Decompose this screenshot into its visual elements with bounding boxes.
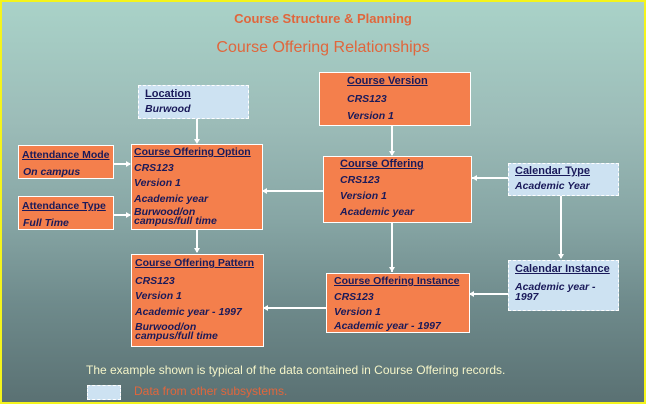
entity-title: Course Offering Instance bbox=[334, 275, 460, 287]
connector-offering-instance bbox=[391, 222, 393, 272]
entity-value: Academic year bbox=[340, 206, 415, 218]
diagram-subtitle: Course Structure & Planning bbox=[234, 11, 412, 26]
entity-course-offering-option: Course Offering Option CRS123 Version 1 … bbox=[131, 144, 263, 230]
entity-value: CRS123 bbox=[135, 275, 175, 287]
entity-value: Version 1 bbox=[340, 190, 387, 202]
arrow-head bbox=[126, 212, 131, 218]
entity-course-offering-instance: Course Offering Instance CRS123 Version … bbox=[326, 273, 470, 333]
entity-title: Calendar Instance bbox=[515, 263, 610, 275]
footer-note: The example shown is typical of the data… bbox=[86, 363, 506, 377]
entity-value: Academic year bbox=[134, 193, 209, 205]
entity-calendar-type: Calendar Type Academic Year bbox=[508, 163, 619, 196]
entity-attendance-type: Attendance Type Full Time bbox=[18, 196, 114, 230]
connector-mode-option bbox=[112, 163, 130, 165]
entity-value: Version 1 bbox=[347, 110, 394, 122]
entity-calendar-instance: Calendar Instance Academic year - 1997 bbox=[508, 260, 619, 311]
connector-caltype-offering bbox=[471, 177, 509, 179]
entity-course-version: Course Version CRS123 Version 1 bbox=[319, 72, 471, 126]
entity-course-offering: Course Offering CRS123 Version 1 Academi… bbox=[323, 156, 472, 223]
legend-label: Data from other subsystems. bbox=[134, 384, 288, 398]
arrow-head bbox=[194, 139, 200, 144]
entity-value: CRS123 bbox=[134, 162, 174, 174]
entity-value: Version 1 bbox=[135, 290, 182, 302]
arrow-head bbox=[263, 305, 268, 311]
entity-title: Course Offering bbox=[340, 158, 424, 170]
entity-value: Full Time bbox=[23, 217, 69, 229]
arrow-head bbox=[558, 254, 564, 259]
arrow-head bbox=[126, 161, 131, 167]
arrow-head bbox=[262, 188, 267, 194]
entity-value: CRS123 bbox=[340, 174, 380, 186]
arrow-head bbox=[389, 151, 395, 156]
entity-title: Course Offering Pattern bbox=[135, 257, 255, 269]
connector-version-offering bbox=[391, 125, 393, 155]
entity-title: Attendance Type bbox=[22, 200, 106, 212]
entity-value: campus/full time bbox=[135, 330, 218, 342]
entity-value: campus/full time bbox=[134, 215, 217, 227]
entity-title: Course Version bbox=[347, 75, 428, 87]
entity-value: Academic year - bbox=[515, 281, 596, 293]
entity-value: CRS123 bbox=[347, 93, 387, 105]
entity-value: Burwood/on bbox=[135, 321, 197, 333]
entity-title: Attendance Mode bbox=[22, 149, 110, 161]
entity-value: Academic Year bbox=[515, 180, 590, 192]
entity-value: On campus bbox=[23, 166, 81, 178]
connector-caltype-calinstance bbox=[560, 195, 562, 258]
entity-title: Course Offering Option bbox=[134, 146, 251, 158]
arrow-head bbox=[469, 291, 474, 297]
connector-instance-pattern bbox=[262, 307, 327, 309]
connector-option-pattern bbox=[196, 228, 198, 252]
entity-value: Academic year - 1997 bbox=[135, 306, 242, 318]
connector-calinstance-instance bbox=[469, 293, 509, 295]
entity-value: Version 1 bbox=[334, 306, 381, 318]
connector-offering-option bbox=[262, 190, 324, 192]
arrow-head bbox=[194, 248, 200, 253]
entity-value: Academic year - 1997 bbox=[334, 320, 441, 332]
connector-type-option bbox=[112, 214, 130, 216]
entity-value: Burwood bbox=[145, 103, 191, 115]
entity-attendance-mode: Attendance Mode On campus bbox=[18, 145, 114, 179]
connector-location-option bbox=[196, 118, 198, 142]
entity-location: Location Burwood bbox=[138, 85, 249, 119]
arrow-head bbox=[389, 267, 395, 272]
arrow-head bbox=[472, 175, 477, 181]
legend-swatch-external bbox=[87, 385, 121, 400]
entity-value: 1997 bbox=[515, 291, 539, 303]
entity-title: Calendar Type bbox=[515, 165, 590, 177]
diagram-title: Course Offering Relationships bbox=[216, 39, 430, 56]
entity-value: Burwood/on bbox=[134, 206, 196, 218]
entity-title: Location bbox=[145, 88, 191, 100]
entity-course-offering-pattern: Course Offering Pattern CRS123 Version 1… bbox=[131, 254, 264, 347]
entity-value: Version 1 bbox=[134, 177, 181, 189]
entity-value: CRS123 bbox=[334, 291, 374, 303]
